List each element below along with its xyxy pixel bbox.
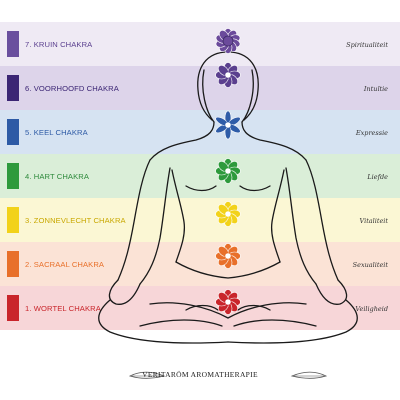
chakra-quality: Vitaliteit	[359, 217, 388, 225]
chakra-band: 5. KEEL CHAKRA Expressie	[0, 110, 400, 154]
chakra-quality: Intuïtie	[363, 85, 388, 93]
chakra-label: 4. HART CHAKRA	[25, 172, 89, 181]
chakra-quality: Expressie	[355, 129, 388, 137]
chakra-label: 5. KEEL CHAKRA	[25, 128, 88, 137]
chakra-color-swatch	[7, 207, 19, 233]
leaf-ornament-icon	[128, 371, 166, 379]
chakra-label: 7. KRUIN CHAKRA	[25, 40, 93, 49]
third-eye-flower-icon	[215, 62, 241, 88]
heart-flower-icon	[215, 158, 241, 184]
chakra-label: 6. VOORHOOFD CHAKRA	[25, 84, 119, 93]
footer: VERITARÖM AROMATHERAPIE	[0, 366, 400, 386]
root-flower-icon	[215, 289, 241, 315]
crown-flower-icon	[215, 28, 241, 54]
chakra-band: 1. WORTEL CHAKRA Veiligheid	[0, 286, 400, 330]
sacral-flower-icon	[215, 243, 241, 269]
chakra-color-swatch	[7, 119, 19, 145]
chakra-label: 3. ZONNEVLECHT CHAKRA	[25, 216, 126, 225]
brand-name: VERITARÖM AROMATHERAPIE	[142, 370, 258, 379]
throat-flower-icon	[215, 110, 241, 140]
leaf-ornament-icon	[290, 371, 328, 379]
chakra-quality: Veiligheid	[355, 305, 388, 313]
chakra-band: 2. SACRAAL CHAKRA Sexualiteit	[0, 242, 400, 286]
chakra-band: 7. KRUIN CHAKRA Spiritualiteit	[0, 22, 400, 66]
chakra-quality: Spiritualiteit	[346, 41, 388, 49]
chakra-color-swatch	[7, 251, 19, 277]
chakra-quality: Sexualiteit	[352, 261, 388, 269]
chakra-color-swatch	[7, 163, 19, 189]
chakra-color-swatch	[7, 31, 19, 57]
chakra-color-swatch	[7, 75, 19, 101]
chakra-quality: Liefde	[367, 173, 388, 181]
chakra-label: 1. WORTEL CHAKRA	[25, 304, 101, 313]
chakra-label: 2. SACRAAL CHAKRA	[25, 260, 105, 269]
chakra-band: 3. ZONNEVLECHT CHAKRA Vitaliteit	[0, 198, 400, 242]
chakra-color-swatch	[7, 295, 19, 321]
solar-plexus-flower-icon	[215, 201, 241, 227]
